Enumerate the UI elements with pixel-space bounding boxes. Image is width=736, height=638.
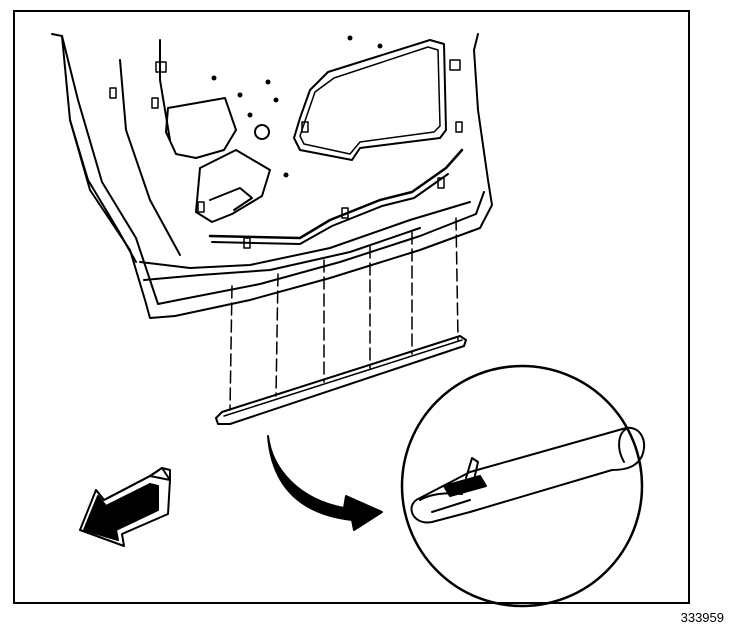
speaker-mount xyxy=(165,97,237,159)
mount-hole xyxy=(254,124,270,140)
panel-dots xyxy=(211,35,383,178)
figure-id-number: 333959 xyxy=(680,610,724,625)
door-inner-panel xyxy=(51,33,493,319)
door-sealing-strip xyxy=(215,335,467,425)
window-rod-lower xyxy=(211,173,449,245)
panel-access-opening xyxy=(293,39,447,161)
detail-strip-clip xyxy=(410,426,645,524)
window-rod xyxy=(208,148,464,240)
strip-edge xyxy=(223,339,463,417)
panel-slots xyxy=(109,59,463,249)
alignment-lines xyxy=(229,217,459,411)
panel-access-opening-inner xyxy=(299,46,441,155)
handle-bracket xyxy=(195,149,271,223)
forward-direction-arrow-icon xyxy=(79,467,171,547)
curved-arrow-icon xyxy=(267,435,383,531)
illustration-frame xyxy=(13,10,690,604)
handle-bracket-detail xyxy=(209,187,253,211)
detail-magnifier-circle xyxy=(400,364,644,608)
